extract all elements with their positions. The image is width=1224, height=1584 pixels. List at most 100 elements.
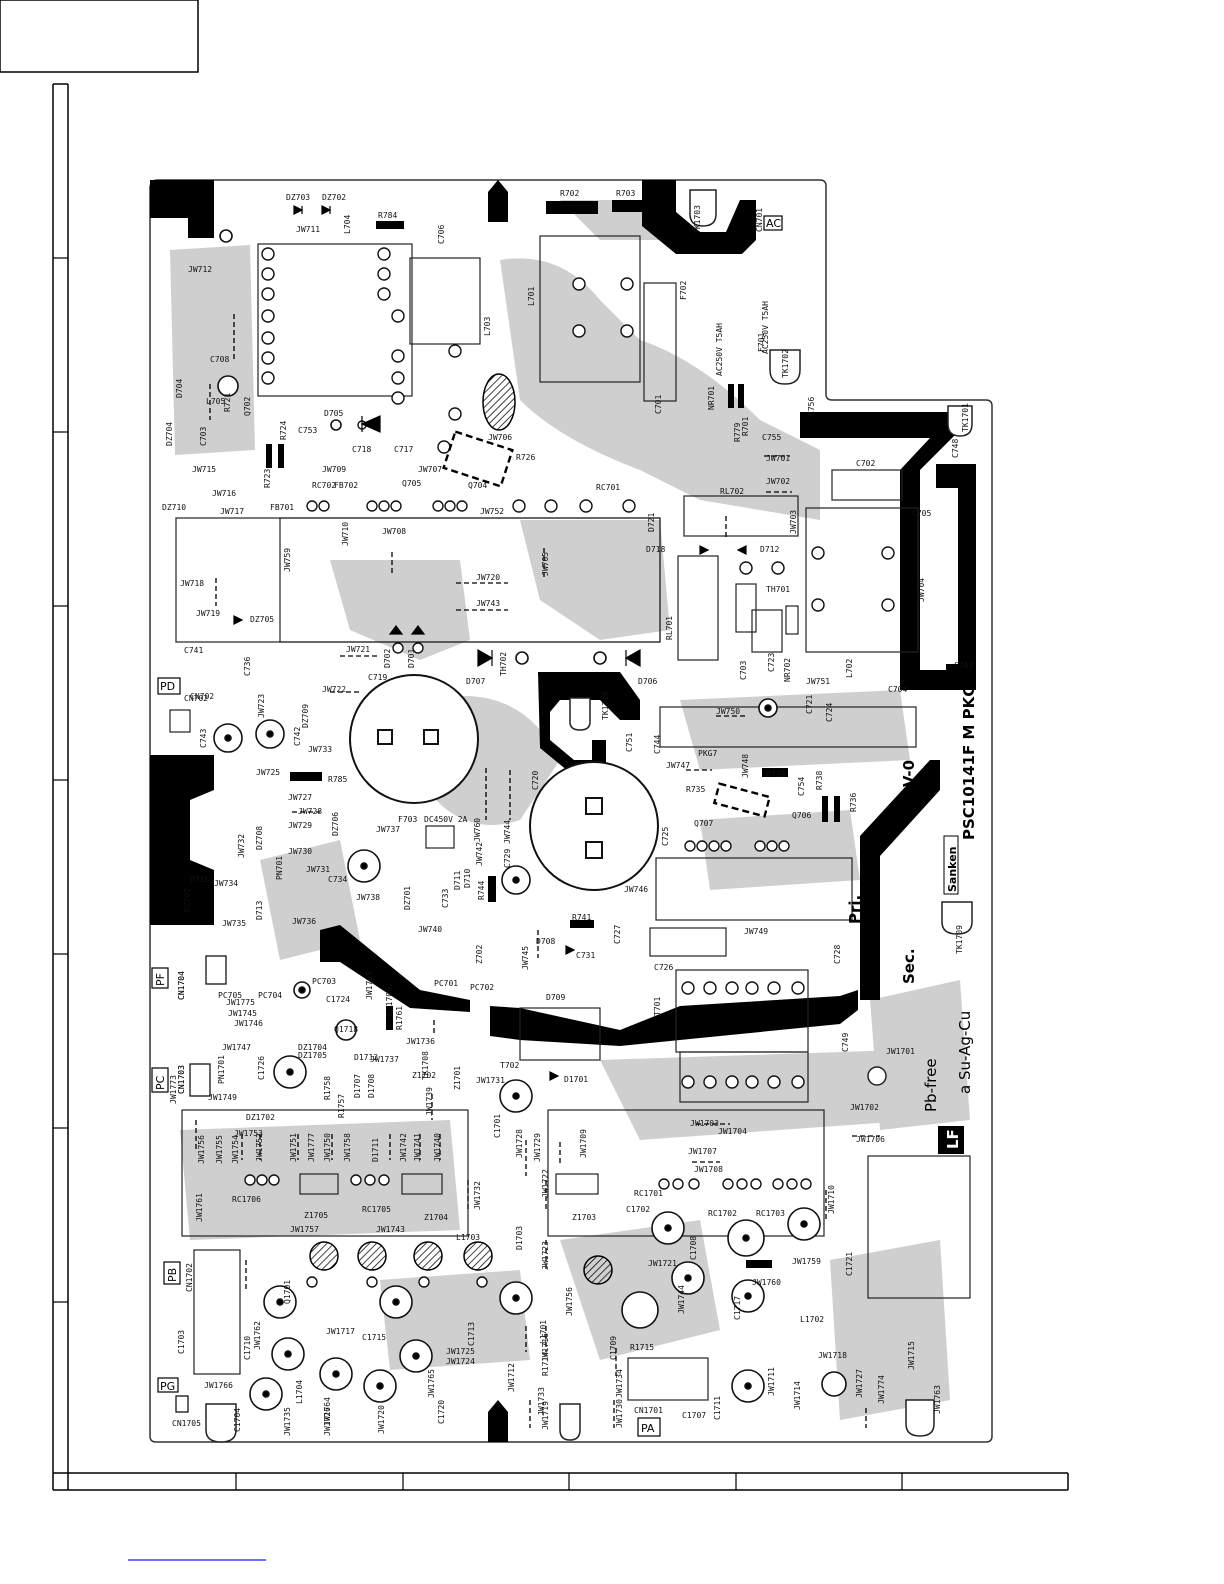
component-label: R703 [616,189,635,198]
transformer-outline [257,243,413,397]
component-label: JW715 [192,465,216,474]
component-label: R785 [328,775,347,784]
component-label: JW728 [298,807,322,816]
component-label: JW1763 [933,1385,942,1414]
component-label: D1701 [564,1075,588,1084]
component-label: JW1774 [877,1375,886,1404]
capacitors-large [349,674,659,891]
part-number: PSC10141F M PKG1 [960,674,978,840]
component-label: C721 [805,695,814,714]
component-label: D718 [646,545,665,554]
component-label: C731 [576,951,595,960]
component-label: FB701 [270,503,294,512]
tag-pd: PD [160,680,175,693]
component-label: JW704 [917,578,926,602]
component-label: L703 [483,317,492,336]
component-label: JW1731 [476,1076,505,1085]
component-label: D704 [175,379,184,398]
component-label: C708 [210,355,229,364]
pg-tag-box [157,1377,179,1393]
heavy-copper [150,180,976,1442]
sheet-frame [0,0,1069,1561]
connector-tags [151,215,783,1437]
component-label: C743 [199,729,208,748]
component-label: JW1729 [533,1133,542,1162]
component-label: JW716 [212,489,236,498]
component-label: L1701 [539,1320,548,1344]
component-label: JW743 [476,599,500,608]
component-label: JW1708 [694,1165,723,1174]
component-label: C734 [328,875,347,884]
component-label: JW1757 [290,1225,319,1234]
component-label: JW744 [503,820,512,844]
component-label: JW1750 [323,1133,332,1162]
component-label: L702 [845,659,854,678]
tag-ac: AC [766,217,781,230]
cn1701-label: CN1701 [634,1406,663,1415]
component-label: JW718 [180,579,204,588]
component-label: JW1744 [677,1285,686,1314]
component-label: JW1704 [718,1127,747,1136]
component-label: C1704 [233,1408,242,1432]
component-label: JW1762 [253,1321,262,1350]
component-label: JW1728 [515,1129,524,1158]
component-label: PC701 [434,979,458,988]
component-label: Z1705 [304,1211,328,1220]
component-label: C748 [951,439,960,458]
component-label: JW732 [237,834,246,858]
component-label: C1709 [609,1336,618,1360]
component-label: R701 [741,417,750,436]
component-label: D709 [546,993,565,1002]
component-label: L704 [343,215,352,234]
component-label: D1711 [371,1138,380,1162]
component-label: TK1702 [781,349,790,378]
component-label: C736 [243,657,252,676]
component-label: R1758 [323,1076,332,1100]
component-label: JW720 [476,573,500,582]
component-label: TK1709 [955,925,964,954]
lf-mark-text: LF [944,1129,962,1149]
ac-tag-box [763,215,783,231]
hatched-parts [309,373,613,1285]
component-label: JW1752 [255,1133,264,1162]
component-label: JW1737 [370,1055,399,1064]
component-label: D1708 [367,1074,376,1098]
component-label: R739 [766,770,785,779]
component-label: R1715 [630,1343,654,1352]
component-label: Z1703 [572,1213,596,1222]
component-label: Q1718 [334,1025,358,1034]
component-label: JW1741 [413,1133,422,1162]
component-label: RC1702 [708,1209,737,1218]
pc-tag-box [151,1067,169,1093]
component-label: JW1710 [827,1185,836,1214]
component-label: JW1747 [222,1043,251,1052]
component-label: PC705 [218,991,242,1000]
component-label: FB702 [334,481,358,490]
component-label: PKG7 [698,749,717,758]
component-label: JW747 [666,761,690,770]
component-label: DZ708 [255,826,264,850]
component-label: JW746 [624,885,648,894]
component-label: DZ1702 [246,1113,275,1122]
component-label: D721 [647,513,656,532]
component-label: Z702 [475,945,484,964]
component-label: JW1764 [323,1397,332,1426]
jumpers [195,314,880,1428]
cn1704-label: CN1704 [177,971,186,1000]
component-label: C1703 [177,1330,186,1354]
f703-id: F703 [398,815,417,824]
component-label: C704 [888,685,907,694]
component-label: JW725 [256,768,280,777]
component-label: JW1706 [856,1135,885,1144]
pb-free-label: Pb-free [922,1058,940,1112]
component-label: RC701 [596,483,620,492]
component-label: D708 [536,937,555,946]
pa-tag-box [637,1417,661,1437]
cn1703-label: CN1703 [177,1065,186,1094]
component-label: JW1714 [793,1381,802,1410]
component-label: JW708 [382,527,406,536]
component-label: DZ702 [322,193,346,202]
component-label: JW706 [488,433,512,442]
component-label: TH701 [766,585,790,594]
